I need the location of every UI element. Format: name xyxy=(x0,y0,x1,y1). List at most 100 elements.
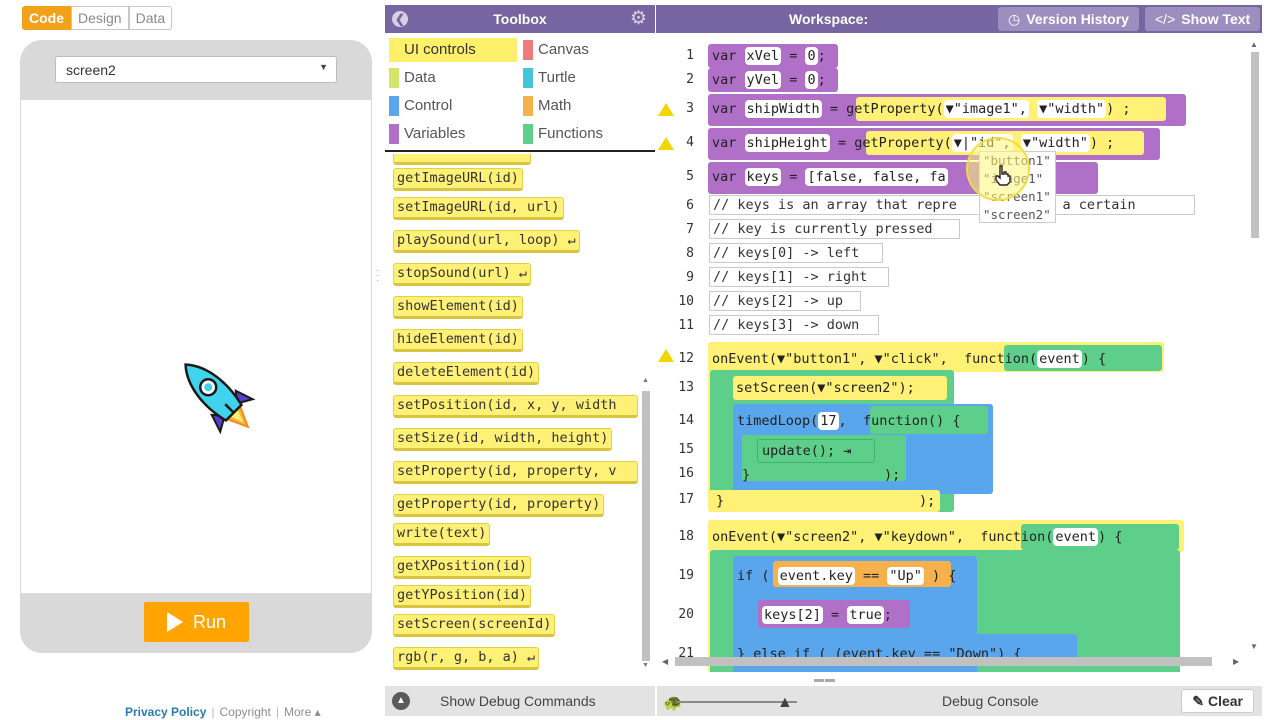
speed-slider[interactable] xyxy=(677,701,797,703)
category-ui-controls[interactable]: UI controls xyxy=(389,38,517,62)
line-number: 3 xyxy=(686,101,694,116)
tab-data[interactable]: Data xyxy=(128,6,173,30)
tab-design[interactable]: Design xyxy=(71,6,129,30)
comment-block[interactable]: // keys[0] -> left xyxy=(709,243,883,263)
rocket-image[interactable] xyxy=(171,348,261,443)
version-history-button[interactable]: ◷Version History xyxy=(998,7,1139,31)
category-swatch xyxy=(523,124,533,144)
workspace-horizontal-scrollbar[interactable] xyxy=(675,657,1212,666)
close-function-code: } xyxy=(742,467,751,483)
category-swatch xyxy=(389,68,399,88)
toolbox-block[interactable]: getXPosition(id) xyxy=(393,556,532,579)
privacy-policy-link[interactable]: Privacy Policy xyxy=(125,705,207,719)
update-call-block[interactable] xyxy=(757,439,875,463)
line-number: 19 xyxy=(678,568,694,583)
debug-resize-handle[interactable]: ▬▬ xyxy=(814,674,836,685)
toolbox-block[interactable]: setImageURL(id, url) xyxy=(393,197,564,220)
toolbox-block[interactable]: hideElement(id) xyxy=(393,329,523,352)
screen-select[interactable]: screen2 ▼ xyxy=(55,56,337,83)
toolbox-block[interactable]: getYPosition(id) xyxy=(393,585,532,608)
category-swatch xyxy=(389,124,399,144)
category-math[interactable]: Math xyxy=(523,94,651,118)
close-call-code: ); xyxy=(919,493,936,509)
toolbox-block[interactable]: setScreen(screenId) xyxy=(393,614,556,637)
line-number: 9 xyxy=(686,270,694,285)
category-turtle[interactable]: Turtle xyxy=(523,66,651,90)
toolbox-block[interactable]: setSize(id, width, height) xyxy=(393,428,613,451)
scroll-left-arrow[interactable]: ◀ xyxy=(662,657,669,666)
scroll-up-arrow[interactable]: ▲ xyxy=(642,377,649,384)
toolbox-block[interactable]: setProperty(id, property, v xyxy=(393,461,638,484)
panel-resize-handle[interactable]: ··· xyxy=(376,265,380,286)
category-data[interactable]: Data xyxy=(389,66,517,90)
toolbox-block[interactable]: deleteElement(id) xyxy=(393,362,540,385)
comment-block[interactable]: // key is currently pressed xyxy=(709,219,960,239)
chevron-up-icon[interactable]: ▲ xyxy=(392,692,410,710)
setscreen-block[interactable] xyxy=(733,376,947,400)
workspace-vertical-scrollbar[interactable] xyxy=(1251,52,1259,238)
assign-code: keys[2] = true; xyxy=(762,606,892,624)
run-button[interactable]: Run xyxy=(144,602,249,642)
comment-block[interactable]: // keys[3] -> down xyxy=(709,315,879,335)
line-number: 7 xyxy=(686,222,694,237)
debug-console-title: Debug Console xyxy=(942,693,1039,709)
copyright-link[interactable]: Copyright xyxy=(219,705,271,719)
scroll-down-arrow[interactable]: ▼ xyxy=(1250,642,1258,651)
dropdown-option[interactable]: "screen2" xyxy=(983,207,1051,222)
function-block[interactable] xyxy=(870,406,988,434)
debug-console-bar: 🐢 ▲ Debug Console ✎ Clear xyxy=(657,686,1262,716)
scroll-right-arrow[interactable]: ▶ xyxy=(1233,657,1240,666)
code-icon: </> xyxy=(1155,11,1176,27)
function-block[interactable] xyxy=(1021,524,1179,550)
comment-block[interactable]: // keys[1] -> right xyxy=(709,267,889,287)
warning-icon[interactable] xyxy=(658,349,674,362)
line-number: 20 xyxy=(678,607,694,622)
gear-icon[interactable]: ⚙ xyxy=(629,8,647,29)
line-number: 6 xyxy=(686,198,694,213)
line-number: 5 xyxy=(686,169,694,184)
speed-slider-handle[interactable]: ▲ xyxy=(777,694,793,711)
debug-commands-bar[interactable]: ▲ Show Debug Commands xyxy=(385,686,655,716)
tab-code[interactable]: Code xyxy=(22,6,71,30)
collapse-toolbox-icon[interactable]: ❮ xyxy=(392,11,408,27)
function-block[interactable] xyxy=(1004,345,1162,371)
category-swatch xyxy=(523,68,533,88)
toolbox-title: Toolbox xyxy=(493,11,547,27)
toolbox-block[interactable]: getImageURL(id) xyxy=(393,168,523,191)
line-number: 1 xyxy=(686,48,694,63)
toolbox-block[interactable]: rgb(r, g, b, a) ↵ xyxy=(393,647,540,670)
scroll-down-arrow[interactable]: ▼ xyxy=(642,662,649,669)
category-variables[interactable]: Variables xyxy=(389,122,517,146)
toolbox-scrollbar[interactable] xyxy=(642,391,650,661)
toolbox-block[interactable]: playSound(url, loop) ↵ xyxy=(393,230,580,253)
category-control[interactable]: Control xyxy=(389,94,517,118)
category-canvas[interactable]: Canvas xyxy=(523,38,651,62)
toolbox-block[interactable]: setPosition(id, x, y, width xyxy=(393,395,638,418)
var-code: var xVel = 0; xyxy=(712,47,826,65)
workspace-canvas[interactable]: 1 2 3 4 5 6 7 8 9 10 11 12 13 14 15 16 1… xyxy=(656,34,1262,672)
onevent-block-footer xyxy=(708,490,940,512)
category-functions[interactable]: Functions xyxy=(523,122,651,146)
toolbox-block[interactable]: write(text) xyxy=(393,523,491,546)
scroll-up-arrow[interactable]: ▲ xyxy=(1250,40,1258,49)
var-code: var yVel = 0; xyxy=(712,71,826,89)
app-screen[interactable] xyxy=(21,100,371,593)
var-code: var shipWidth = getProperty(▼"image1", ▼… xyxy=(712,100,1131,118)
warning-icon[interactable] xyxy=(658,137,674,150)
toolbox-block[interactable]: showElement(id) xyxy=(393,296,523,319)
comment-block[interactable]: // keys[2] -> up xyxy=(709,291,861,311)
show-text-button[interactable]: </>Show Text xyxy=(1145,7,1261,31)
line-number: 10 xyxy=(678,294,694,309)
category-swatch xyxy=(523,40,533,60)
comment-block[interactable]: // keys is an array that repre ether a c… xyxy=(709,195,1195,215)
warning-icon[interactable] xyxy=(658,103,674,116)
show-debug-commands[interactable]: Show Debug Commands xyxy=(440,693,596,709)
toolbox-block[interactable]: getProperty(id, property) xyxy=(393,494,605,517)
line-number: 4 xyxy=(686,135,694,150)
more-link[interactable]: More ▴ xyxy=(284,705,321,719)
footer-links: Privacy Policy|Copyright|More ▴ xyxy=(125,705,321,719)
toolbox-block-partial[interactable] xyxy=(393,154,531,165)
clear-button[interactable]: ✎ Clear xyxy=(1181,689,1254,713)
category-swatch xyxy=(523,96,533,116)
toolbox-block[interactable]: stopSound(url) ↵ xyxy=(393,263,532,286)
